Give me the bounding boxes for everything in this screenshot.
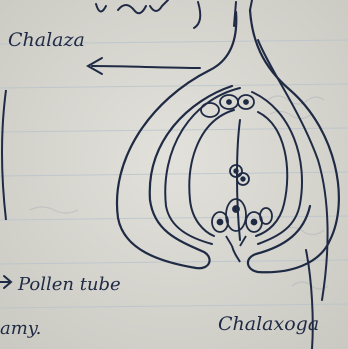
label-chalazogamy: Chalaxoga: [218, 313, 319, 335]
label-chalaza: Chalaza: [8, 29, 85, 51]
label-amy: amy.: [0, 318, 41, 339]
label-pollen-tube: Pollen tube: [17, 274, 121, 295]
